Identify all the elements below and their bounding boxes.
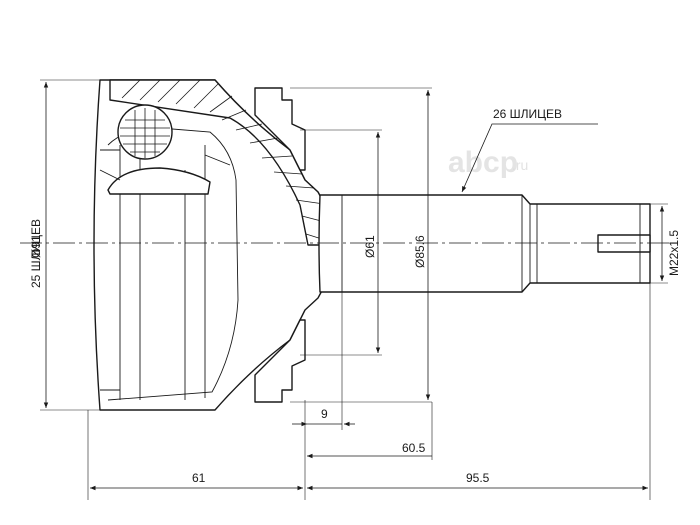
label-outer-diameter: Ø91 [29,235,43,258]
dimension-lines [40,79,668,500]
label-diameter-85-6: Ø85.6 [413,235,427,268]
watermark-domain: .ru [512,157,528,173]
label-dim-9: 9 [321,407,328,421]
label-dim-61: 61 [192,471,206,485]
watermark-logo: abcp .ru [448,146,528,179]
label-outer-splines: 25 ШЛИЦЕВ [29,219,43,288]
label-dim-60-5: 60.5 [402,441,426,455]
label-inner-splines: 26 ШЛИЦЕВ [493,107,562,121]
output-shaft [318,194,651,293]
housing-hatching [121,79,326,241]
label-dim-95-5: 95.5 [466,471,490,485]
joint-housing [93,79,326,411]
label-diameter-61: Ø61 [363,235,377,258]
shaft-flange [254,87,306,403]
label-thread: M22x1.5 [667,230,681,276]
watermark-brand: abcp [448,146,518,179]
ball-cage [99,104,231,195]
